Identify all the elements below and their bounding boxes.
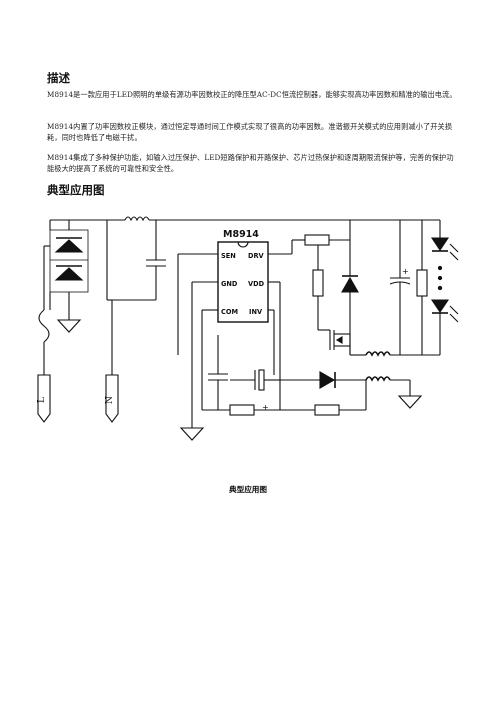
vdd-capacitor-polarity: + <box>262 403 269 412</box>
description-paragraph-3: M8914集成了多种保护功能，如输入过压保护、LED短路保护和开路保护、芯片过热… <box>47 153 454 173</box>
led-string <box>430 220 459 355</box>
vdd-electrolytic-capacitor <box>230 369 280 391</box>
input-inductor <box>124 216 440 222</box>
circuit-diagram: L N M8914 SEN GND COM DRV VDD INV <box>37 216 459 441</box>
ground-symbol-1 <box>56 304 82 333</box>
pin-sen: SEN <box>221 252 236 260</box>
freewheel-diode <box>341 220 359 355</box>
terminal-l <box>37 374 51 423</box>
description-paragraph-2: M8914内置了功率因数校正模块，通过恒定导通时间工作模式实现了很高的功率因数。… <box>47 122 453 142</box>
figure-caption: 典型应用图 <box>229 485 267 494</box>
resistor-drv <box>292 234 350 246</box>
application-heading: 典型应用图 <box>47 183 105 197</box>
aux-diode <box>280 371 366 389</box>
description-heading: 描述 <box>47 71 70 85</box>
description-paragraph-1: M8914是一款应用于LED照明的单级有源功率因数校正的降压型AC-DC恒流控制… <box>47 90 457 99</box>
resistor-vertical <box>312 245 324 330</box>
fuse <box>38 309 50 375</box>
pin-com: COM <box>221 308 238 316</box>
terminal-l-label: L <box>37 397 47 403</box>
bottom-resistors <box>202 380 367 416</box>
pin-drv: DRV <box>248 252 265 260</box>
pin-inv: INV <box>249 308 263 316</box>
ground-symbol-3 <box>179 335 205 441</box>
output-capacitor-polarity: + <box>402 267 409 276</box>
chip-name: M8914 <box>223 229 259 240</box>
pin-gnd: GND <box>221 280 238 288</box>
aux-winding <box>365 376 411 396</box>
filter-capacitor <box>112 220 166 301</box>
vdd-capacitor <box>208 335 228 410</box>
output-capacitor <box>389 220 411 355</box>
pin-vdd: VDD <box>248 280 265 288</box>
output-inductor <box>350 351 440 357</box>
terminal-n-label: N <box>105 396 115 404</box>
bridge-rectifier <box>43 219 125 310</box>
terminal-n <box>105 220 119 423</box>
chip-wiring <box>177 240 293 410</box>
mosfet <box>318 329 351 355</box>
bleeder-resistor <box>416 220 428 355</box>
ground-symbol-2 <box>397 395 423 409</box>
